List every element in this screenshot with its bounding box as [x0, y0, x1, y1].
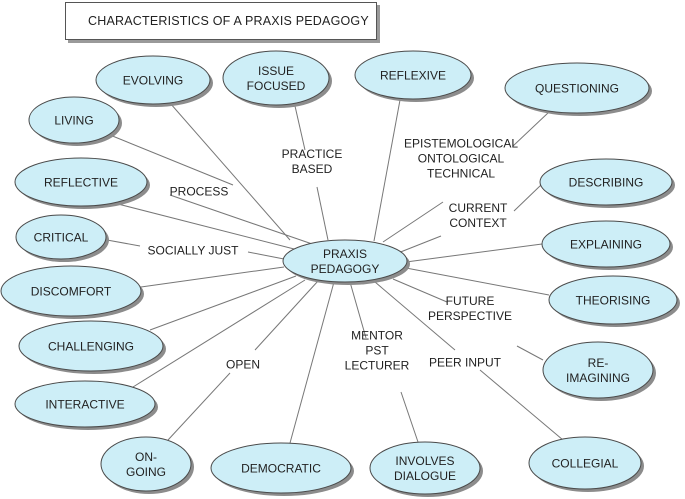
- node-questioning: QUESTIONING: [504, 62, 652, 116]
- node-label-evolving: EVOLVING: [123, 73, 183, 87]
- node-collegial-shape: [528, 436, 642, 490]
- node-evolving-shape: [95, 55, 211, 105]
- node-theorising-shape: [548, 275, 678, 325]
- node-describing: DESCRIBING: [539, 158, 675, 208]
- diagram-title: CHARACTERISTICS OF A PRAXIS PEDAGOGY: [88, 14, 369, 28]
- node-re-imagining-shape: [542, 341, 654, 399]
- connector-line: [113, 202, 299, 251]
- node-label-democratic: DEMOCRATIC: [241, 461, 321, 475]
- connector-line: [512, 111, 550, 147]
- connector-line: [405, 243, 543, 263]
- connector-line: [289, 281, 335, 444]
- connector-label-process: PROCESS: [170, 184, 229, 198]
- connector-line: [516, 345, 544, 361]
- node-collegial: COLLEGIAL: [528, 436, 644, 492]
- connector-line: [374, 281, 456, 351]
- connector-line: [479, 369, 564, 441]
- connector-line: [169, 194, 319, 247]
- connector-line: [106, 239, 141, 247]
- node-challenging-shape: [18, 320, 164, 372]
- connector-line: [149, 275, 297, 331]
- node-label-critical: CRITICAL: [34, 230, 89, 244]
- connector-line: [254, 280, 319, 351]
- connector-line: [169, 102, 291, 241]
- connector-label-socially-just: SOCIALLY JUST: [148, 243, 240, 257]
- connector-label-open: OPEN: [226, 357, 260, 371]
- node-democratic-shape: [210, 442, 352, 494]
- connector-line: [400, 391, 419, 443]
- node-questioning-shape: [504, 62, 650, 114]
- node-critical: CRITICAL: [15, 214, 109, 262]
- node-label-on-going: ON-GOING: [126, 450, 166, 479]
- node-label-reflective: REFLECTIVE: [44, 175, 118, 189]
- connector-label-peer-input: PEER INPUT: [429, 355, 502, 369]
- connector-line: [392, 278, 448, 303]
- node-label-reflexive: REFLEXIVE: [380, 68, 446, 82]
- node-reflexive: REFLEXIVE: [354, 50, 474, 102]
- connector-line: [513, 184, 542, 212]
- node-label-living: LIVING: [54, 113, 93, 127]
- node-reflective: REFLECTIVE: [14, 157, 150, 209]
- node-label-re-imagining: RE-IMAGINING: [566, 356, 630, 385]
- node-explaining-shape: [541, 220, 671, 268]
- connector-line: [167, 372, 231, 441]
- node-label-interactive: INTERACTIVE: [45, 397, 124, 411]
- connector-line: [247, 251, 285, 260]
- node-living-shape: [28, 96, 120, 144]
- node-label-theorising: THEORISING: [576, 293, 651, 307]
- node-label-discomfort: DISCOMFORT: [31, 284, 112, 298]
- connector-line: [294, 105, 306, 151]
- connector-line: [405, 267, 550, 296]
- connector-line: [132, 279, 306, 388]
- connector-line: [382, 201, 444, 243]
- node-label-explaining: EXPLAINING: [570, 237, 642, 251]
- node-issue-focused-shape: [222, 50, 330, 106]
- node-involves-dialogue-shape: [369, 441, 481, 495]
- node-label-questioning: QUESTIONING: [535, 81, 619, 95]
- node-interactive-shape: [14, 380, 156, 428]
- node-theorising: THEORISING: [548, 275, 680, 327]
- node-label-challenging: CHALLENGING: [48, 339, 134, 353]
- node-reflexive-shape: [354, 50, 472, 100]
- node-label-collegial: COLLEGIAL: [552, 456, 619, 470]
- node-describing-shape: [539, 158, 673, 206]
- node-reflective-shape: [14, 157, 148, 207]
- center-node-shape: [282, 239, 408, 283]
- node-label-describing: DESCRIBING: [569, 175, 644, 189]
- node-on-going-shape: [100, 436, 192, 492]
- node-on-going: ON-GOING: [100, 436, 194, 494]
- node-democratic: DEMOCRATIC: [210, 442, 354, 496]
- node-discomfort: DISCOMFORT: [0, 265, 144, 319]
- node-interactive: INTERACTIVE: [14, 380, 158, 430]
- connector-line: [140, 266, 285, 288]
- connector-line: [373, 99, 401, 242]
- connector-line: [316, 186, 329, 241]
- title-box: CHARACTERISTICS OF A PRAXIS PEDAGOGY: [65, 2, 377, 40]
- connector-line: [349, 281, 367, 339]
- node-living: LIVING: [28, 96, 122, 146]
- node-critical-shape: [15, 214, 107, 260]
- node-evolving: EVOLVING: [95, 55, 213, 107]
- connector-lines: [106, 99, 564, 444]
- connector-line: [397, 235, 442, 254]
- node-discomfort-shape: [0, 265, 142, 317]
- node-re-imagining: RE-IMAGINING: [542, 341, 656, 401]
- connector-line: [109, 134, 234, 186]
- node-challenging: CHALLENGING: [18, 320, 166, 374]
- node-explaining: EXPLAINING: [541, 220, 673, 270]
